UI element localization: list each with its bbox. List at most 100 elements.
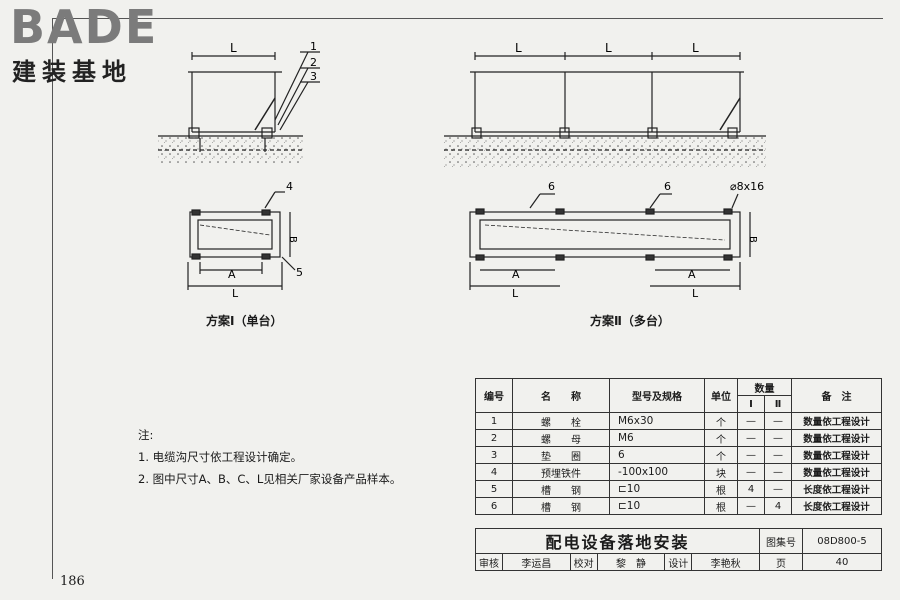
- callout-2: 2: [310, 56, 317, 69]
- row-q1: —: [737, 463, 765, 481]
- designer-name: 李艳秋: [691, 553, 760, 571]
- row-unit: 个: [704, 412, 738, 430]
- row-unit: 根: [704, 497, 738, 515]
- scheme2-plan: [469, 193, 751, 290]
- col-spec: 型号及规格: [609, 378, 705, 413]
- row-unit: 根: [704, 480, 738, 498]
- sheet-page-number: 40: [802, 553, 882, 571]
- caption-scheme2: 方案Ⅱ（多台）: [590, 314, 670, 328]
- callout-bolt-hole: ⌀8x16: [730, 180, 764, 193]
- row-remark: 数量依工程设计: [791, 463, 882, 481]
- row-spec: M6: [609, 429, 705, 447]
- row-spec: ⊏10: [609, 480, 705, 498]
- table-row: 3 垫 圈 6 个 — — 数量依工程设计: [475, 446, 882, 464]
- scheme1-elevation: [158, 51, 320, 164]
- row-unit: 块: [704, 463, 738, 481]
- row-q2: 4: [764, 497, 792, 515]
- scheme2-dim-a1: A: [512, 268, 520, 281]
- row-q1: —: [737, 429, 765, 447]
- parts-table: 编号 名 称 型号及规格 单位 数量 备 注 Ⅰ Ⅱ 1 螺 栓 M6x30 个…: [475, 378, 882, 515]
- drawing-frame: [52, 18, 883, 579]
- row-spec: M6x30: [609, 412, 705, 430]
- row-name: 螺 母: [512, 429, 610, 447]
- scheme1-dim-b: B: [287, 236, 298, 243]
- checker-name: 黎 静: [596, 553, 666, 571]
- callout-3: 3: [310, 70, 317, 83]
- sheet-title: 配电设备落地安装: [475, 528, 760, 554]
- col-name: 名 称: [512, 378, 610, 413]
- col-no: 编号: [475, 378, 513, 413]
- scheme2-dim-b: B: [747, 236, 758, 243]
- scheme2-dim-a2: A: [688, 268, 696, 281]
- row-no: 1: [475, 412, 513, 430]
- scheme2-dim-l3: L: [692, 41, 699, 55]
- row-spec: ⊏10: [609, 497, 705, 515]
- scheme2-dim-l-a: L: [512, 287, 519, 300]
- review-label: 审核: [475, 553, 503, 571]
- note-1: 1. 电缆沟尺寸依工程设计确定。: [138, 450, 303, 464]
- check-label: 校对: [569, 553, 598, 571]
- table-row: 1 螺 栓 M6x30 个 — — 数量依工程设计: [475, 412, 882, 430]
- watermark-brand: BADE: [10, 0, 159, 54]
- col-qty-2: Ⅱ: [764, 395, 792, 413]
- row-remark: 数量依工程设计: [791, 429, 882, 447]
- row-spec: -100x100: [609, 463, 705, 481]
- row-no: 4: [475, 463, 513, 481]
- scheme1-plan: [187, 191, 296, 290]
- scheme2-dim-l-b: L: [692, 287, 699, 300]
- row-spec: 6: [609, 446, 705, 464]
- scheme2-dim-l2: L: [605, 41, 612, 55]
- page-label: 页: [759, 553, 803, 571]
- callout-1: 1: [310, 40, 317, 53]
- notes-title: 注:: [138, 428, 154, 442]
- callout-4: 4: [286, 180, 293, 193]
- row-q2: —: [764, 480, 792, 498]
- row-no: 6: [475, 497, 513, 515]
- callout-6a: 6: [548, 180, 555, 193]
- row-remark: 长度依工程设计: [791, 480, 882, 498]
- table-row: 5 槽 钢 ⊏10 根 4 — 长度依工程设计: [475, 480, 882, 498]
- row-remark: 数量依工程设计: [791, 446, 882, 464]
- callout-6b: 6: [664, 180, 671, 193]
- row-remark: 长度依工程设计: [791, 497, 882, 515]
- notes: 注: 1. 电缆沟尺寸依工程设计确定。 2. 图中尺寸A、B、C、L见相关厂家设…: [138, 424, 401, 490]
- col-remark: 备 注: [791, 378, 882, 413]
- row-no: 5: [475, 480, 513, 498]
- scheme1-dim-a: A: [228, 268, 236, 281]
- row-q2: —: [764, 412, 792, 430]
- row-name: 预埋铁件: [512, 463, 610, 481]
- reviewer-name: 李运昌: [502, 553, 571, 571]
- caption-scheme1: 方案Ⅰ（单台）: [206, 314, 283, 328]
- row-q2: —: [764, 429, 792, 447]
- row-q2: —: [764, 463, 792, 481]
- scheme1-dim-l-top: L: [230, 41, 237, 55]
- note-2: 2. 图中尺寸A、B、C、L见相关厂家设备产品样本。: [138, 472, 402, 486]
- row-name: 槽 钢: [512, 497, 610, 515]
- table-row: 6 槽 钢 ⊏10 根 — 4 长度依工程设计: [475, 497, 882, 515]
- scheme1-dim-l: L: [232, 287, 239, 300]
- row-q2: —: [764, 446, 792, 464]
- title-block: 配电设备落地安装 图集号 08D800-5 审核 李运昌 校对 黎 静 设计 李…: [475, 528, 882, 571]
- row-name: 槽 钢: [512, 480, 610, 498]
- atlas-number: 08D800-5: [802, 528, 882, 554]
- design-label: 设计: [664, 553, 693, 571]
- callout-5: 5: [296, 266, 303, 279]
- scheme2-elevation: [444, 52, 766, 168]
- row-unit: 个: [704, 429, 738, 447]
- row-remark: 数量依工程设计: [791, 412, 882, 430]
- col-qty: 数量: [737, 378, 792, 396]
- atlas-label: 图集号: [759, 528, 803, 554]
- row-q1: 4: [737, 480, 765, 498]
- col-unit: 单位: [704, 378, 738, 413]
- row-q1: —: [737, 497, 765, 515]
- row-unit: 个: [704, 446, 738, 464]
- watermark-subtitle: 建装基地: [12, 58, 132, 86]
- table-row: 4 预埋铁件 -100x100 块 — — 数量依工程设计: [475, 463, 882, 481]
- scheme2-dim-l1: L: [515, 41, 522, 55]
- row-no: 3: [475, 446, 513, 464]
- row-name: 垫 圈: [512, 446, 610, 464]
- row-no: 2: [475, 429, 513, 447]
- row-name: 螺 栓: [512, 412, 610, 430]
